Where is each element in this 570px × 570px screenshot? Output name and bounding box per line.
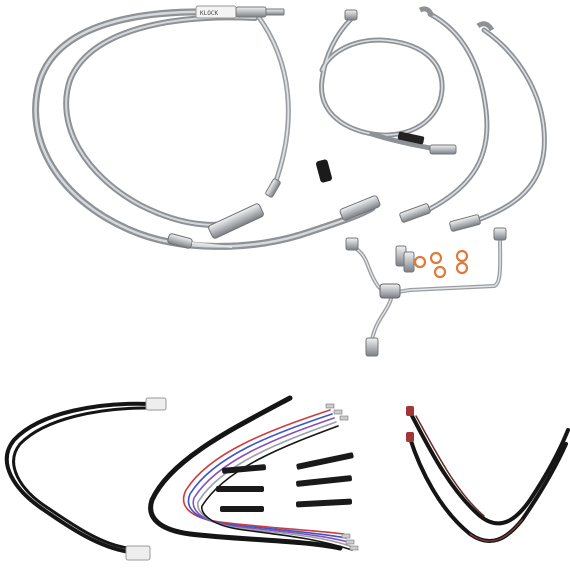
- heat-shrink-tube: [296, 452, 354, 470]
- crush-washer: [429, 251, 443, 265]
- spade-terminal: [345, 539, 355, 545]
- brake-line-fittings: [344, 9, 457, 155]
- spade-terminal: [325, 403, 335, 409]
- heat-shrink-tube: [216, 486, 264, 492]
- cable-end-fittings: KLOCK: [167, 5, 381, 249]
- heat-shrink-tubes: [216, 452, 354, 512]
- black-cable-pair: [408, 410, 570, 544]
- crush-washer: [455, 249, 469, 263]
- flare-nut: [493, 227, 507, 241]
- heat-shrink-tube: [221, 464, 267, 474]
- heat-shrink-tube: [295, 498, 353, 508]
- braided-cable-large-loop: [32, 8, 376, 250]
- cable-end: [406, 432, 414, 442]
- cable-end-fitting: [167, 233, 193, 249]
- brake-hard-line-manifold: [350, 234, 503, 342]
- harness-connector: [145, 397, 167, 411]
- crush-washer: [433, 265, 447, 279]
- spade-terminal: [339, 415, 349, 421]
- braided-brake-line-long-1: [417, 11, 490, 217]
- spade-terminal: [333, 409, 343, 415]
- cable-ferrule: [265, 178, 281, 198]
- spade-terminal: [341, 533, 351, 539]
- spade-terminal: [349, 545, 359, 551]
- cable-end: [406, 406, 414, 416]
- crush-washer: [455, 261, 469, 275]
- line-end-fitting: [399, 203, 431, 223]
- wiring-harness-extension: [4, 401, 152, 554]
- braided-brake-line-long-2: [463, 27, 547, 227]
- cable-adjuster: [265, 8, 285, 16]
- line-end-fitting: [429, 144, 457, 155]
- harness-connector: [125, 545, 151, 561]
- banjo-fitting: [344, 9, 358, 21]
- manifold-block: [379, 283, 401, 299]
- line-end-fitting: [449, 214, 481, 232]
- flare-nut: [345, 237, 359, 251]
- cable-adjuster-sleeve: [208, 203, 264, 239]
- cable-end-fitting: [339, 195, 381, 221]
- flare-nut: [365, 337, 379, 357]
- copper-crush-washers: [413, 249, 469, 279]
- wire-terminals: [325, 403, 359, 551]
- rubber-grommet: [316, 159, 332, 183]
- black-cable-ends: [406, 406, 414, 442]
- cable-label-text: KLOCK: [200, 10, 218, 17]
- long-line-fittings: [399, 6, 495, 232]
- line-label-band: [397, 131, 425, 145]
- braided-brake-line-loop: [319, 15, 445, 151]
- heat-shrink-tube: [220, 506, 264, 512]
- manifold-fittings: [345, 227, 507, 357]
- handlebar-wire-kit: [148, 395, 353, 551]
- crush-washer: [413, 255, 427, 269]
- heat-shrink-tube: [296, 475, 352, 487]
- harness-connectors: [125, 397, 167, 561]
- banjo-bolt: [403, 251, 415, 273]
- cable-ferrule: [235, 6, 267, 18]
